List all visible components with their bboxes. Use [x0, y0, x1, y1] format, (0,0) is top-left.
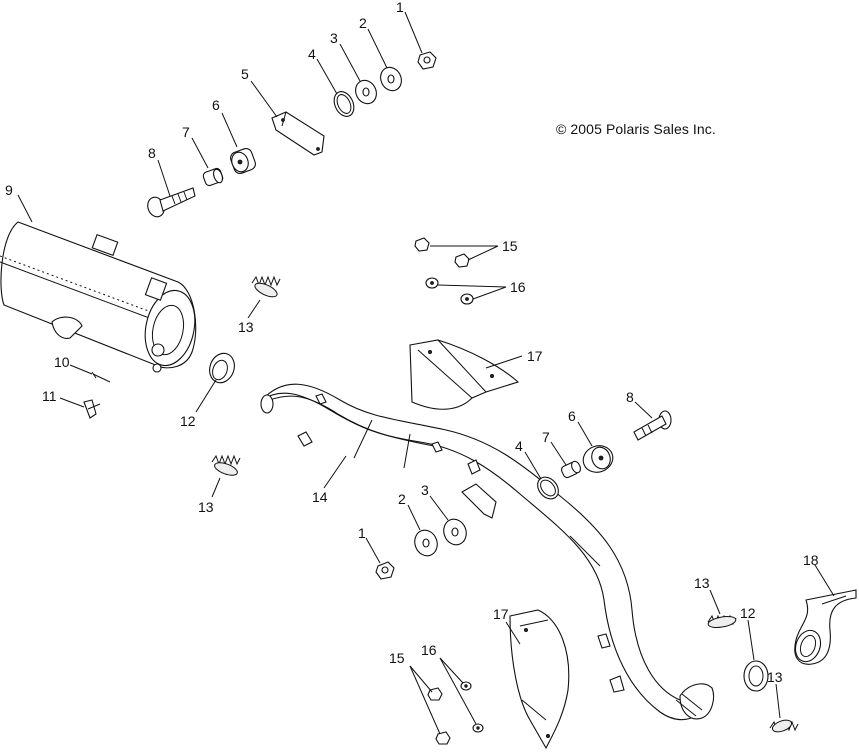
callout-5: 5 [241, 66, 249, 82]
nut-part-15-bottom [427, 687, 451, 745]
callout-17-top: 17 [527, 348, 543, 364]
nut-part-1-top [417, 51, 437, 70]
callout-12-right: 12 [740, 605, 756, 621]
washer-part-16-bottom [460, 681, 484, 733]
callout-2-mid: 2 [398, 491, 406, 507]
bolt-part-8-mid [633, 410, 672, 441]
callout-14: 14 [312, 489, 328, 505]
grommet-part-6-mid [582, 445, 614, 473]
callout-13-d: 13 [767, 669, 783, 685]
spring-part-13-a [251, 275, 281, 298]
callout-10: 10 [54, 354, 70, 370]
head-pipe-part-14 [260, 383, 715, 721]
ring-part-4-mid [537, 476, 559, 500]
grommet-part-6-top [230, 148, 256, 174]
callout-13-c: 13 [694, 575, 710, 591]
callout-16-bottom: 16 [421, 642, 437, 658]
callout-16-top: 16 [510, 279, 526, 295]
muffler-part-9 [0, 221, 197, 373]
gasket-part-12-left [209, 352, 235, 384]
washer-part-16-top [425, 277, 474, 305]
heat-shield-part-17-bottom [509, 609, 570, 750]
spring-part-13-b [211, 454, 241, 476]
ring-part-4-top [333, 91, 355, 117]
bracket-part-5 [271, 111, 325, 156]
nut-part-15-top [414, 237, 470, 268]
clip-part-11 [83, 399, 101, 419]
callout-1-mid: 1 [358, 525, 366, 541]
callout-9: 9 [5, 182, 13, 198]
callout-3-top: 3 [330, 30, 338, 46]
bolt-part-8-top [147, 187, 196, 218]
washer-part-2-mid [414, 529, 438, 557]
outlet-pipe-part-18 [794, 589, 857, 665]
callout-11: 11 [42, 388, 57, 404]
callout-15-bottom: 15 [389, 650, 405, 666]
gasket-part-12-right [743, 660, 769, 692]
callout-8-top: 8 [148, 145, 156, 161]
callout-17-bottom: 17 [493, 606, 509, 622]
nut-part-1-mid [375, 561, 395, 580]
washer-part-3-top [355, 79, 377, 105]
sleeve-part-7-mid [560, 460, 581, 479]
spring-part-13-c [707, 614, 737, 628]
callout-3-mid: 3 [421, 482, 429, 498]
callout-2-top: 2 [359, 15, 367, 31]
callout-4-mid: 4 [515, 438, 523, 454]
callout-18: 18 [803, 552, 819, 568]
callout-13-a: 13 [238, 319, 254, 335]
heat-shield-part-17-top [409, 339, 520, 410]
callout-13-b: 13 [198, 499, 214, 515]
callout-8-mid: 8 [626, 389, 634, 405]
callout-15-top: 15 [502, 238, 518, 254]
copyright-notice: © 2005 Polaris Sales Inc. [556, 121, 716, 137]
washer-part-3-mid [443, 518, 467, 546]
callout-6-mid: 6 [568, 408, 576, 424]
callout-7-mid: 7 [542, 429, 550, 445]
pin-part-10 [91, 371, 111, 383]
callout-12-left: 12 [180, 413, 196, 429]
sleeve-part-7-top [202, 167, 224, 187]
spring-part-13-d [769, 719, 799, 733]
callout-6-top: 6 [212, 97, 220, 113]
callout-7-top: 7 [182, 124, 190, 140]
callout-4-top: 4 [308, 46, 316, 62]
washer-part-2-top [380, 66, 402, 92]
callout-1-top: 1 [396, 0, 404, 15]
